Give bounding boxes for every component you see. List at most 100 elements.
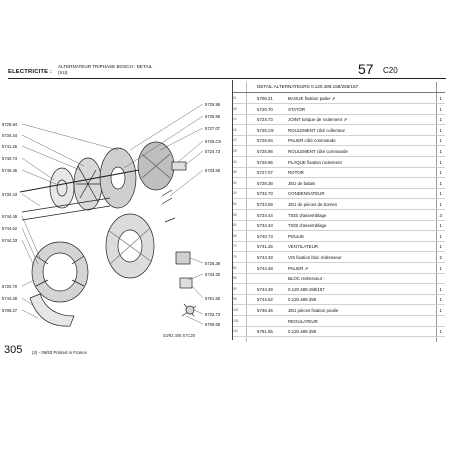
header-rule [8,78,446,79]
part-description: STATOR [288,106,306,112]
part-code: 5746.45 [257,308,273,313]
part-code: 5744.48 [257,265,273,271]
leader-line [193,309,204,315]
leader-line [21,145,81,171]
leader-line [21,157,55,181]
part-code: 5761.55 [257,329,273,335]
leader-line [21,193,41,207]
leader-line [21,309,39,319]
pulley-shape [49,167,75,209]
row-index: 10 [233,117,237,122]
row-index: 25 [233,149,237,153]
rotor-claws [141,153,171,179]
part-code: 5720.70 [257,106,273,112]
left-leader-lines [21,123,119,319]
leader-line [159,127,204,151]
part-description: TIGE d'assemblage [288,212,327,218]
part-quantity: 1 [439,233,442,239]
subtitle-line-2: (XU) [58,70,68,76]
brush-holder-shape [179,277,193,289]
part-code: 5734.44 [257,212,273,218]
subtitle-line-1: ALTERNATEUR TRIPHASE BOSCH : DETAIL [58,64,153,69]
leader-line [177,140,204,163]
part-quantity: 1 [439,191,442,197]
part-description: TIGE d'assemblage [288,223,327,229]
callout-right-label: 5727.07 [205,126,221,131]
diagram-reference: 03/93 305 57C20 [163,333,196,338]
callout-right-label: 5724.73 [205,149,221,154]
part-code: 5728.38 [257,180,273,186]
callout-left-label: 5741.25 [2,144,18,149]
part-code: 5740.73 [257,233,273,239]
part-quantity: 1 [439,159,442,165]
rotor-shaft [171,161,187,171]
part-description: JEU de pièces de bornes [288,202,338,207]
row-index: 80 [233,265,237,270]
column-divider [232,80,233,340]
part-description: ROTOR [288,170,304,176]
row-index: 05 [233,106,237,111]
leader-line [183,150,204,167]
part-quantity: 2 [439,255,442,260]
part-quantity: 1 [439,180,442,186]
leader-line [123,115,204,169]
part-quantity: 3 [439,212,442,218]
callout-right-label: 5709.68 [205,322,221,327]
callout-right-label: 5761.55 [205,296,221,301]
footer-model: 305 [4,344,23,356]
callout-left-label: 5720.70 [2,284,18,289]
right-leader-lines [123,103,204,325]
assembly-axis [19,167,151,193]
part-quantity: 1 [439,265,442,271]
leader-line [21,297,35,307]
parts-list-title: DETAIL ALTERNATEURS 0.120.489.158/259/15… [257,84,359,89]
index-column-line [246,82,247,342]
fixing-screws [161,189,176,223]
leader-line [21,227,39,265]
tie-rod-1 [21,197,111,213]
parts-list: DETAIL ALTERNATEURS 0.120.489.158/259/15… [233,82,445,342]
part-quantity: 1 [439,202,442,207]
part-quantity: 1 [439,286,442,292]
part-quantity: 1 [439,170,442,176]
part-description: JOINT torique de roulement ⇗ [288,117,347,123]
row-index: 95 [233,297,237,302]
callout-left-label: 5744.33 [2,238,18,243]
part-quantity: 1 [439,106,442,112]
table-row: 05 5720.70 STATOR 1 [233,105,445,115]
leader-line [21,279,35,287]
rectifier-shape [29,293,75,327]
part-code: 5741.25 [257,244,273,250]
tie-rod-2 [21,205,111,221]
part-description: VIS fixation bloc redresseur [288,255,342,260]
part-description: PALIER ⇗ [288,265,309,271]
bearing-bore [110,166,126,190]
exploded-diagram: 5725.94 5734.44 5741.25 5740.73 5746.45 … [2,102,222,327]
callout-left-label: 5746.45 [2,168,18,173]
part-code: 5725.94 [257,138,273,144]
part-code: 5733.59 [257,202,273,207]
row-index: 20 [233,138,237,143]
callout-left-label: 5744.48 [2,296,18,301]
part-quantity: 1 [439,96,442,101]
leader-line [169,169,204,197]
callout-right-label: 5725.95 [205,102,221,107]
row-index: 70 [233,244,237,249]
part-code: 5725.96 [257,159,273,165]
part-quantity: 1 [439,138,442,144]
section-title: ELECTRICITE : [8,69,53,75]
fan-blades [76,165,100,203]
row-index: 110 [233,329,239,334]
leader-line [187,273,204,281]
leader-line [21,239,35,267]
part-description: BLOC redresseur : [288,276,325,282]
